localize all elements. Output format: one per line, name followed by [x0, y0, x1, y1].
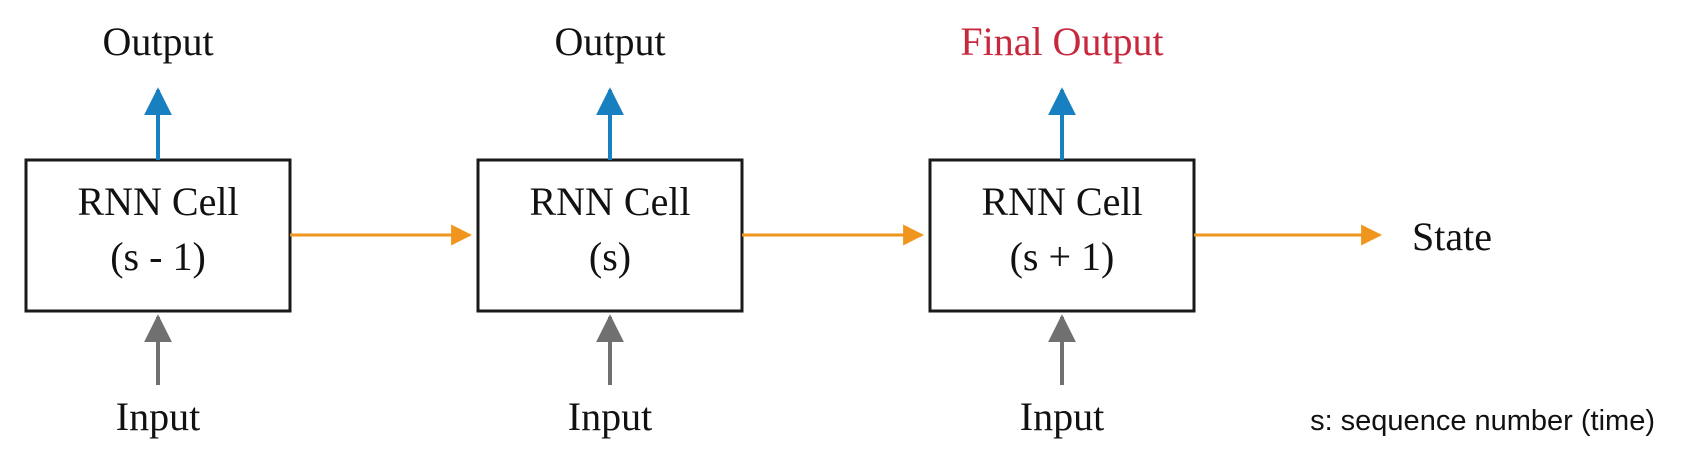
cell-subtitle: (s + 1) [1010, 234, 1115, 279]
cell-title: RNN Cell [77, 179, 238, 224]
rnn-cell-2: RNN Cell (s + 1) Final Output Input [928, 19, 1196, 439]
rnn-cell-1: RNN Cell (s) Output Input [476, 19, 744, 439]
state-label: State [1412, 214, 1492, 259]
cell-subtitle: (s) [589, 234, 631, 279]
final-output-label: Final Output [960, 19, 1163, 64]
legend-note: s: sequence number (time) [1310, 405, 1655, 437]
output-label: Output [554, 19, 665, 64]
input-label: Input [1020, 394, 1104, 439]
cell-box [24, 158, 292, 313]
output-label: Output [102, 19, 213, 64]
cell-title: RNN Cell [529, 179, 690, 224]
input-label: Input [116, 394, 200, 439]
cell-title: RNN Cell [981, 179, 1142, 224]
cell-subtitle: (s - 1) [110, 234, 206, 279]
input-label: Input [568, 394, 652, 439]
rnn-cell-0: RNN Cell (s - 1) Output Input [24, 19, 292, 439]
